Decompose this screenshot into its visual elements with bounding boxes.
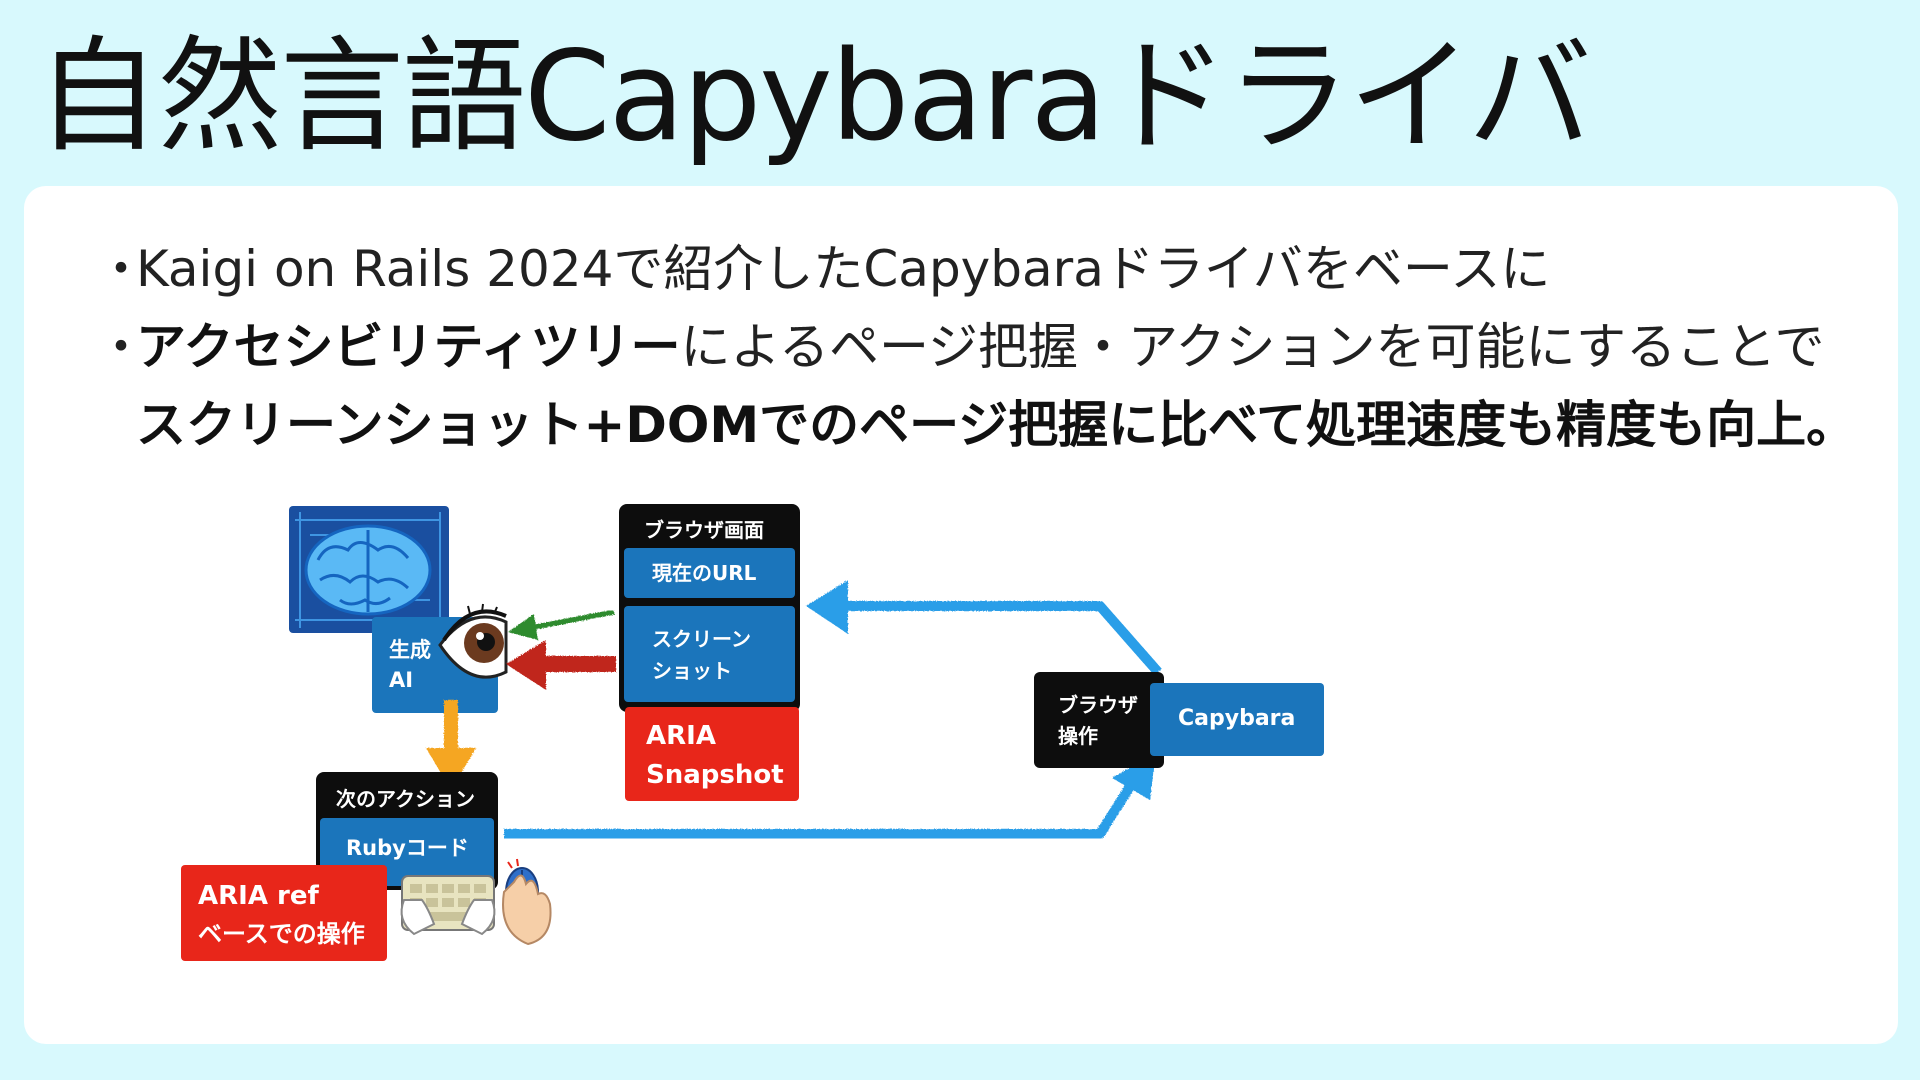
- current-url-label: 現在のURL: [652, 561, 757, 585]
- brain-icon: [289, 506, 449, 633]
- aria-ref-line1: ARIA ref: [198, 881, 319, 911]
- browser-operation-box: [1034, 672, 1164, 768]
- page-title: 自然言語Capybaraドライバ: [36, 25, 1592, 169]
- arrow-green: [508, 609, 615, 640]
- bullet-dot: ・: [96, 240, 146, 298]
- ai-label-line2: AI: [389, 668, 413, 692]
- ai-label-line1: 生成: [389, 638, 431, 662]
- bullet-dot: ・: [96, 318, 146, 376]
- browser-screen-header: ブラウザ画面: [644, 518, 764, 542]
- screenshot-label-line2: ショット: [652, 659, 732, 683]
- bullet-text-1: Kaigi on Rails 2024で紹介したCapybaraドライバをベース…: [136, 240, 1551, 298]
- bullet-item-2-continuation: スクリーンショット+DOMでのページ把握に比べて処理速度も精度も向上。: [96, 386, 1916, 464]
- bullet-text-2-bold: アクセシビリティツリー: [136, 318, 681, 376]
- current-url-box: [624, 548, 795, 598]
- eye-icon: [438, 603, 508, 679]
- screenshot-label-line1: スクリーン: [652, 627, 751, 651]
- keyboard-icon: [400, 875, 496, 936]
- aria-snapshot-box: [625, 707, 799, 801]
- capybara-label: Capybara: [1178, 706, 1295, 731]
- bullet-item-1: ・Kaigi on Rails 2024で紹介したCapybaraドライバをベー…: [96, 230, 1916, 308]
- next-action-header: 次のアクション: [336, 787, 475, 811]
- bullet-item-2: ・アクセシビリティツリーによるページ把握・アクションを可能にすることで: [96, 308, 1916, 386]
- capybara-box: [1150, 683, 1324, 756]
- aria-snapshot-line2: Snapshot: [646, 760, 784, 790]
- bullet-list: ・Kaigi on Rails 2024で紹介したCapybaraドライバをベー…: [96, 230, 1916, 464]
- ruby-code-label: Rubyコード: [346, 836, 469, 860]
- browser-operation-line1: ブラウザ: [1058, 693, 1138, 717]
- bullet-text-2-rest: によるページ把握・アクションを可能にすることで: [680, 318, 1825, 376]
- browser-operation-line2: 操作: [1058, 724, 1098, 748]
- arrow-blue-capybara-to-browser: [806, 580, 1162, 676]
- mouse-icon: [502, 858, 552, 946]
- arrow-orange: [426, 700, 476, 790]
- aria-snapshot-line1: ARIA: [646, 721, 716, 751]
- screenshot-box: [624, 606, 795, 702]
- aria-ref-box: [181, 865, 387, 961]
- aria-ref-line2: ベースでの操作: [198, 920, 365, 948]
- bullet-text-3-bold: スクリーンショット+DOMでのページ把握に比べて処理速度も精度も向上。: [136, 396, 1857, 454]
- arrow-red: [506, 640, 616, 690]
